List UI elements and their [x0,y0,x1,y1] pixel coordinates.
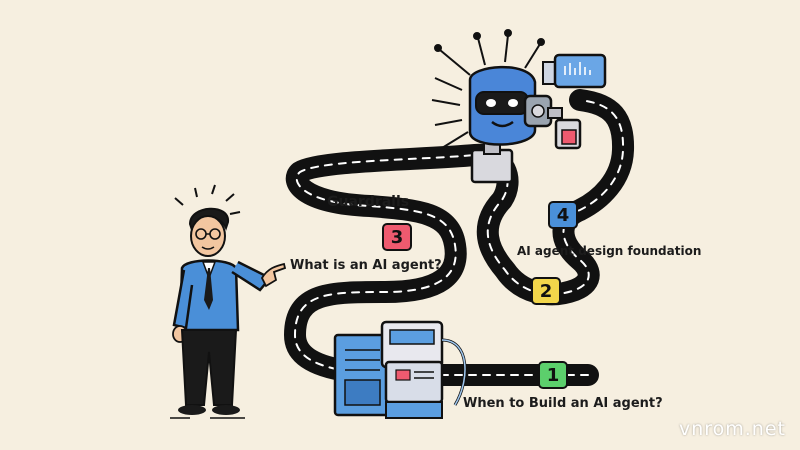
presenter-person-illustration [170,184,287,419]
step-1-number: 1 [546,364,560,386]
step-4-number: 4 [556,204,570,226]
server-machine-illustration [333,320,467,419]
step-2-badge: 2 [531,277,561,305]
label-when-to-build: When to Build an AI agent? [463,396,663,411]
label-design-foundation: AI agent design foundation [517,244,702,258]
step-1-badge: 1 [538,361,568,389]
label-what-is-ai-agent: What is an AI agent? [290,258,442,273]
step-3-badge: 3 [382,223,412,251]
robot-illustration [431,29,607,184]
step-3-number: 3 [390,226,404,248]
watermark: vnrom.net [678,418,786,440]
step-4-badge: 4 [548,201,578,229]
step-2-number: 2 [539,280,553,302]
label-guardrails: Guardrails [327,194,410,210]
